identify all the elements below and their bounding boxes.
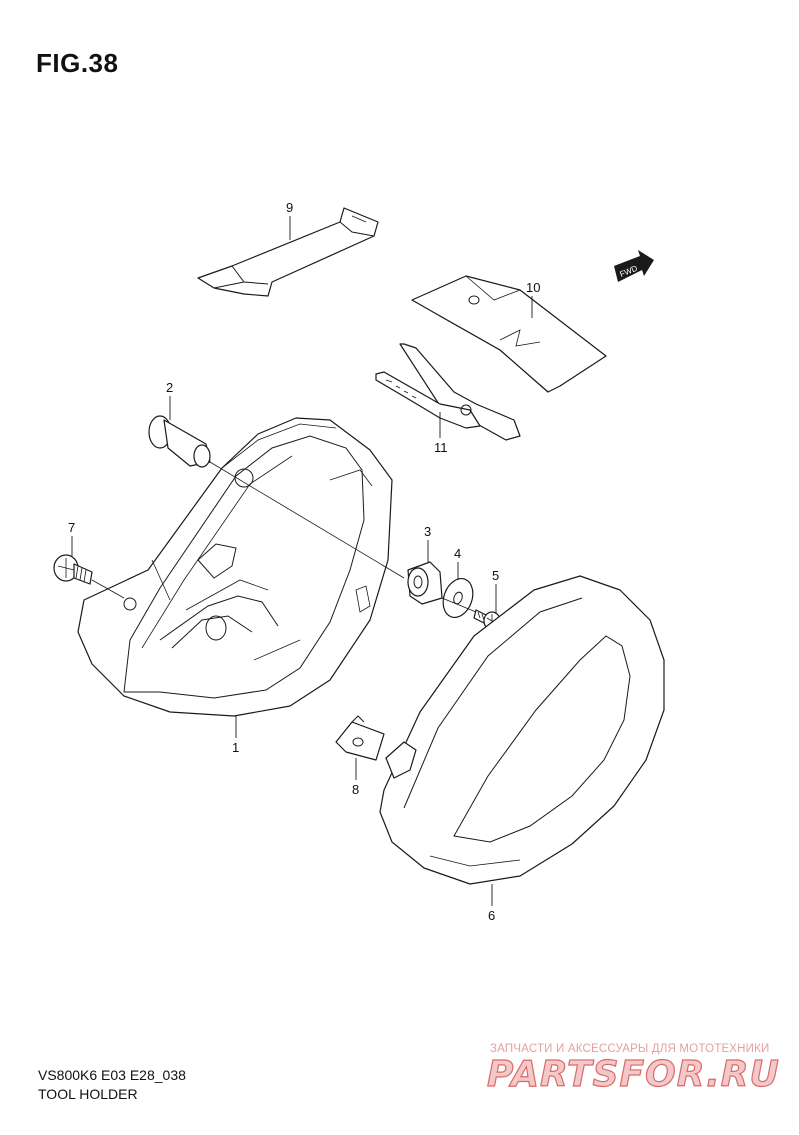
part-11-pliers[interactable] (375, 343, 521, 441)
callout-3[interactable]: 3 (424, 524, 431, 539)
callout-11[interactable]: 11 (434, 440, 448, 455)
callout-leaders (71, 216, 533, 906)
callout-1[interactable]: 1 (232, 740, 239, 755)
callout-5[interactable]: 5 (492, 568, 499, 583)
part-10-tool-bag[interactable] (411, 275, 607, 393)
assembly-lines (91, 461, 477, 613)
part-6-cover[interactable] (379, 575, 665, 885)
part-8-clip-nut[interactable] (335, 715, 385, 761)
part-4-washer[interactable] (438, 574, 478, 621)
callout-8[interactable]: 8 (352, 782, 359, 797)
callout-6[interactable]: 6 (488, 908, 495, 923)
fwd-direction-badge: FWD (614, 250, 654, 282)
part-3-cushion[interactable] (407, 561, 443, 605)
callout-4[interactable]: 4 (454, 546, 461, 561)
watermark-brand: PARTSFOR.RU (486, 1053, 780, 1095)
part-9-strap[interactable] (197, 207, 379, 297)
figure-title: FIG.38 (36, 48, 119, 78)
watermark-subtitle: ЗАПЧАСТИ И АКСЕССУАРЫ ДЛЯ МОТОТЕХНИКИ (490, 1043, 770, 1055)
callout-9[interactable]: 9 (286, 200, 293, 215)
part-1-holder-body[interactable] (77, 417, 393, 717)
part-7-bolt[interactable] (53, 554, 93, 585)
model-code: VS800K6 E03 E28_038 (38, 1067, 186, 1083)
part-2-collar[interactable] (148, 415, 211, 468)
callout-10[interactable]: 10 (526, 280, 540, 295)
callout-7[interactable]: 7 (68, 520, 75, 535)
callout-numbers: 1 2 3 4 5 6 7 8 9 10 11 (68, 200, 540, 923)
callout-2[interactable]: 2 (166, 380, 173, 395)
diagram-caption: TOOL HOLDER (38, 1086, 138, 1102)
